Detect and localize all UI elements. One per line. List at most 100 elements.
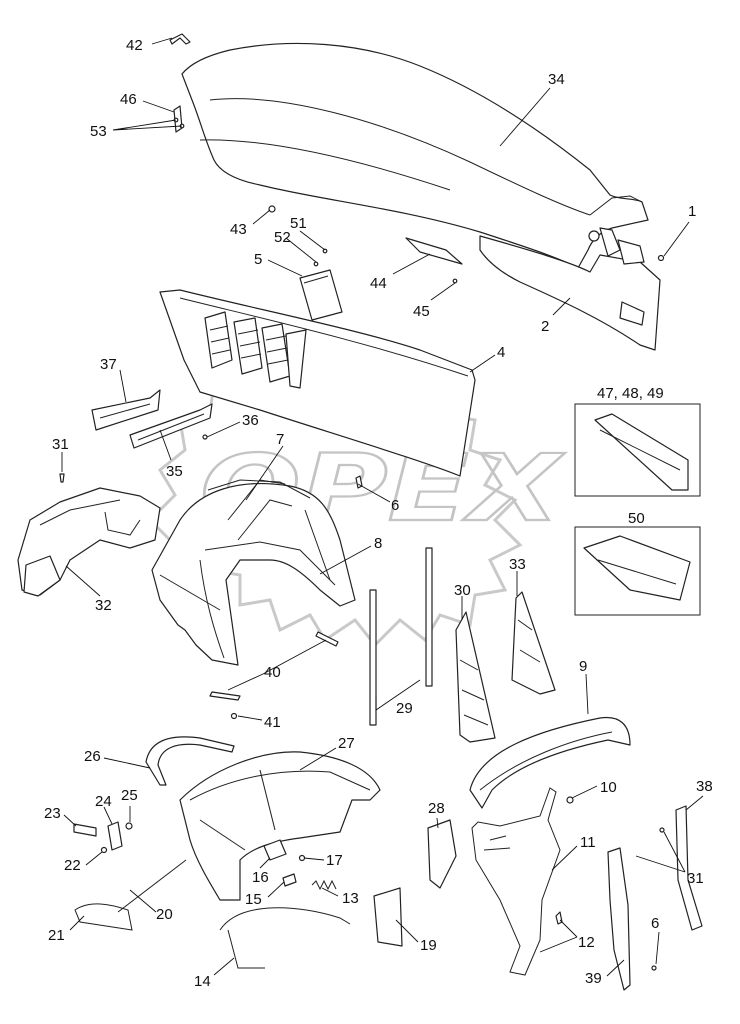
part-26-tube bbox=[145, 736, 235, 786]
callout-label: 16 bbox=[252, 869, 269, 886]
callout-label: 47, 48, 49 bbox=[597, 385, 664, 402]
callout-label: 22 bbox=[64, 857, 81, 874]
callout-label: 21 bbox=[48, 927, 65, 944]
part-5-plate bbox=[299, 269, 343, 321]
part-44-strip bbox=[405, 237, 463, 265]
callout-label: 51 bbox=[290, 215, 307, 232]
part-25-nut bbox=[125, 822, 133, 830]
callout-label: 33 bbox=[509, 556, 526, 573]
part-36-nut bbox=[202, 434, 208, 440]
callout-label: 27 bbox=[338, 735, 355, 752]
part-46-bracket bbox=[173, 105, 185, 133]
callout-label: 11 bbox=[580, 834, 596, 851]
part-29-rods bbox=[369, 547, 433, 726]
callout-label: 6 bbox=[391, 497, 399, 514]
callout-label: 12 bbox=[578, 934, 595, 951]
part-32-front-housing bbox=[17, 487, 161, 597]
part-1-nut bbox=[657, 254, 665, 262]
part-31-screw bbox=[59, 473, 65, 483]
part-4-grille-panel bbox=[159, 289, 476, 477]
callout-label: 7 bbox=[276, 431, 284, 448]
callout-label: 44 bbox=[370, 275, 387, 292]
callout-label: 4 bbox=[497, 344, 505, 361]
callout-label: 53 bbox=[90, 123, 107, 140]
callout-label: 25 bbox=[121, 787, 138, 804]
callout-label: 42 bbox=[126, 37, 143, 54]
part-27-rear-fender bbox=[179, 751, 381, 901]
callout-label: 45 bbox=[413, 303, 430, 320]
part-33-side-bracket bbox=[511, 591, 556, 695]
callout-label: 50 bbox=[628, 510, 645, 527]
callout-label: 36 bbox=[242, 412, 259, 429]
callout-label: 1 bbox=[688, 203, 696, 220]
callout-label: 52 bbox=[274, 229, 291, 246]
part-7-8-center-fender bbox=[151, 479, 356, 666]
part-13-spring bbox=[311, 879, 337, 891]
callout-label: 17 bbox=[326, 852, 343, 869]
inset-box-50 bbox=[574, 526, 701, 616]
leader-lines bbox=[61, 37, 704, 977]
part-39-bracket bbox=[607, 847, 631, 991]
part-15-clip bbox=[282, 873, 297, 887]
callout-label: 43 bbox=[230, 221, 247, 238]
part-40-strip-lower bbox=[209, 691, 241, 701]
part-38-bracket bbox=[675, 805, 703, 931]
callout-label: 8 bbox=[374, 535, 382, 552]
callout-label: 29 bbox=[396, 700, 413, 717]
callout-label: 26 bbox=[84, 748, 101, 765]
part-28-bracket bbox=[427, 819, 457, 889]
callout-label: 24 bbox=[95, 793, 112, 810]
part-34-hood bbox=[181, 42, 649, 269]
part-52-rivet bbox=[313, 261, 319, 267]
part-45-rivet bbox=[452, 278, 458, 284]
part-37-emblem bbox=[91, 389, 161, 431]
callout-label: 10 bbox=[600, 779, 617, 796]
grille-slots bbox=[204, 311, 307, 389]
part-11-frame bbox=[471, 787, 561, 976]
callout-label: 41 bbox=[264, 714, 281, 731]
callout-label: 15 bbox=[245, 891, 262, 908]
part-17-screw bbox=[298, 854, 306, 862]
inset-box-47-48-49 bbox=[574, 403, 701, 497]
part-23-bolt bbox=[73, 823, 97, 837]
callout-label: 9 bbox=[579, 658, 587, 675]
callout-label: 32 bbox=[95, 597, 112, 614]
callout-label: 38 bbox=[696, 778, 713, 795]
part-40-strip bbox=[315, 631, 339, 647]
callout-label: 19 bbox=[420, 937, 437, 954]
part-43-nut bbox=[268, 205, 276, 213]
part-2-hood-side-panel bbox=[479, 227, 661, 351]
part-19-shield bbox=[373, 887, 403, 947]
callout-label: 23 bbox=[44, 805, 61, 822]
part-12-screw bbox=[555, 911, 563, 925]
callout-label: 5 bbox=[254, 251, 262, 268]
callout-label: 31 bbox=[52, 436, 69, 453]
callout-label: 28 bbox=[428, 800, 445, 817]
callout-label: 39 bbox=[585, 970, 602, 987]
part-20-21-rod bbox=[74, 859, 187, 931]
part-51-rivet bbox=[322, 248, 328, 254]
callout-label: 34 bbox=[548, 71, 565, 88]
callout-label: 6 bbox=[651, 915, 659, 932]
callout-label: 40 bbox=[264, 664, 281, 681]
part-9-fender-arch bbox=[469, 716, 631, 809]
callout-label: 35 bbox=[166, 463, 183, 480]
callout-labels: 42 46 53 34 1 43 51 52 5 44 45 2 4 37 36… bbox=[44, 37, 713, 990]
callout-label: 20 bbox=[156, 906, 173, 923]
part-22-nut bbox=[100, 846, 108, 854]
callout-label: 31 bbox=[687, 870, 704, 887]
part-41-screw bbox=[230, 712, 238, 720]
part-14-brace bbox=[219, 907, 351, 969]
callout-label: 37 bbox=[100, 356, 117, 373]
part-30-side-bracket bbox=[455, 611, 496, 743]
part-16-bracket bbox=[263, 839, 287, 861]
callout-label: 2 bbox=[541, 318, 549, 335]
part-35-emblem bbox=[129, 403, 213, 449]
callout-label: 30 bbox=[454, 582, 471, 599]
callout-label: 13 bbox=[342, 890, 359, 907]
part-31-screw-right bbox=[659, 827, 665, 833]
callout-label: 14 bbox=[194, 973, 211, 990]
part-42-clip bbox=[169, 33, 191, 45]
